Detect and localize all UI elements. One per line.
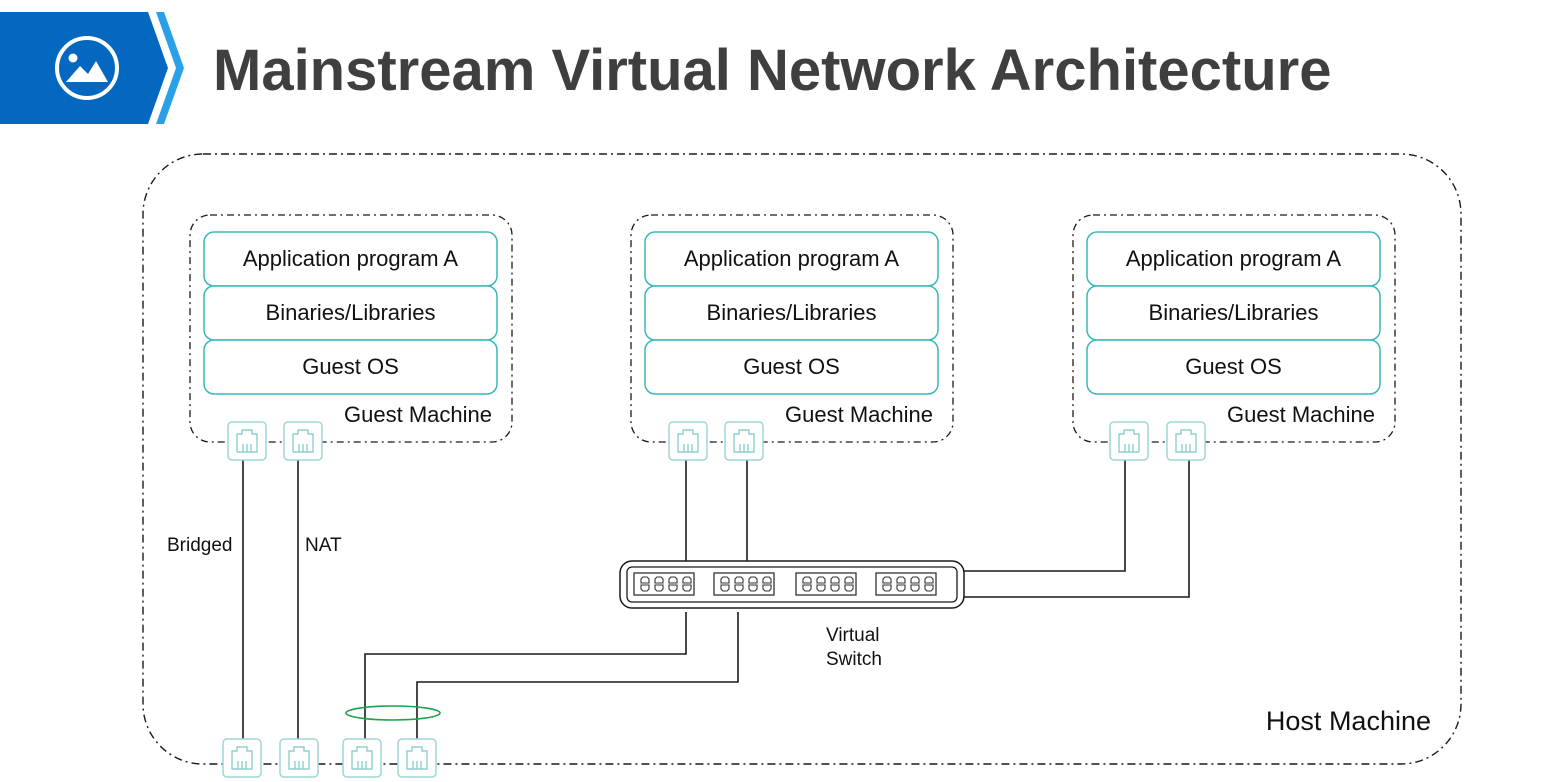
switch-uplink-2 [416,612,739,742]
nat-label: NAT [305,535,342,556]
page-title: Mainstream Virtual Network Architecture [213,38,1332,103]
guest2-port-2-icon [724,421,764,461]
layer-guest-os [1086,339,1381,395]
layer-binaries-label: Binaries/Libraries [707,300,877,325]
guest-machine-label: Guest Machine [785,402,933,427]
layer-guest-os-label: Guest OS [302,354,399,379]
virtual-switch-icon [619,560,965,609]
layer-application-label: Application program A [684,246,900,271]
virtual-switch-label-line1: Virtual [826,625,880,646]
switch-port-group-3 [795,572,857,596]
connection-lines [242,460,1190,742]
layer-guest-os [644,339,939,395]
host-port-4-icon [397,738,437,778]
title-banner [0,12,184,124]
guest3-port-1-icon [1109,421,1149,461]
guest-machine-label: Guest Machine [1227,402,1375,427]
layer-binaries-label: Binaries/Libraries [1149,300,1319,325]
image-icon [55,36,119,100]
guest3-switch-link-1 [963,460,1126,572]
guest1-port-nat-icon [283,421,323,461]
guest-machine-boundary [1072,214,1396,443]
guest3-switch-link-2 [963,460,1190,598]
guest-machine-1: Application program A Binaries/Libraries… [189,214,513,443]
banner-shape [0,12,168,124]
layer-application-label: Application program A [1126,246,1342,271]
switch-uplink-1 [364,612,687,742]
layer-binaries-label: Binaries/Libraries [266,300,436,325]
switch-port-group-2 [713,572,775,596]
host-port-1-icon [222,738,262,778]
guest-machine-boundary [630,214,954,443]
guest-machine-label: Guest Machine [344,402,492,427]
layer-guest-os-label: Guest OS [1185,354,1282,379]
link-aggregation-ellipse [345,705,441,721]
guest-machine-2: Application program A Binaries/Libraries… [630,214,954,443]
virtual-switch-label-line2: Switch [826,649,882,670]
layer-application-label: Application program A [243,246,459,271]
guest2-port-1-icon [668,421,708,461]
bridged-label: Bridged [167,535,233,556]
guest-machine-3: Application program A Binaries/Libraries… [1072,214,1396,443]
switch-port-group-1 [633,572,695,596]
host-machine-boundary [142,153,1462,765]
guest1-port-bridged-icon [227,421,267,461]
host-machine-label: Host Machine [1266,706,1431,736]
guest3-port-2-icon [1166,421,1206,461]
layer-guest-os [203,339,498,395]
switch-port-group-4 [875,572,937,596]
layer-guest-os-label: Guest OS [743,354,840,379]
banner-chevron [156,12,184,124]
host-port-2-icon [279,738,319,778]
guest-machine-boundary [189,214,513,443]
host-port-3-icon [342,738,382,778]
